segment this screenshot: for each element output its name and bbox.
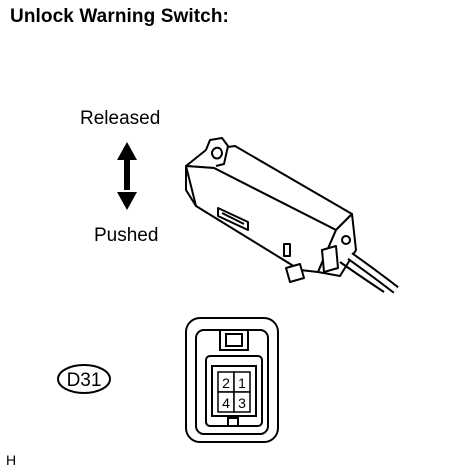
- connector-id-badge: D31: [57, 364, 111, 394]
- diagram-title: Unlock Warning Switch:: [10, 6, 229, 27]
- released-label: Released: [80, 108, 161, 129]
- switch-body: [185, 137, 399, 294]
- corner-label: H: [6, 452, 17, 468]
- pin-2-label: 2: [222, 375, 230, 391]
- pin-grid: [217, 371, 251, 413]
- pushed-label: Pushed: [94, 225, 159, 246]
- pin-1-label: 1: [238, 375, 246, 391]
- connector-id-label: D31: [67, 370, 102, 391]
- double-arrow-icon: [117, 142, 137, 210]
- pin-4-label: 4: [222, 395, 230, 411]
- pin-3-label: 3: [238, 395, 246, 411]
